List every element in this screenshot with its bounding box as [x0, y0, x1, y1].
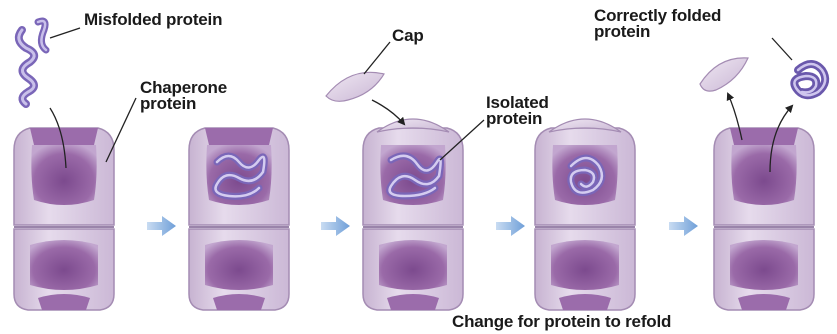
chaperone-chamber-1: [14, 128, 114, 310]
released-cap-icon: [700, 58, 748, 91]
isolated-protein-label: Isolated protein: [486, 95, 549, 127]
cap-pointer: [364, 42, 390, 74]
step-arrow-icon: [147, 216, 176, 236]
step-arrow-icon: [669, 216, 698, 236]
chaperone-pointer: [106, 98, 136, 162]
refold-caption: Change for protein to refold: [452, 314, 671, 330]
chaperone-chamber-3: [363, 119, 463, 310]
isolated-label-line-2: protein: [486, 111, 549, 127]
step-arrow-icon: [496, 216, 525, 236]
correctly-folded-protein-label: Correctly folded protein: [594, 8, 721, 40]
chaperone-chamber-2: [189, 128, 289, 310]
cap-label: Cap: [392, 28, 424, 44]
chaperone-chamber-5: [714, 128, 814, 310]
misfolded-protein-label: Misfolded protein: [84, 12, 222, 28]
correct-pointer: [772, 38, 792, 60]
chaperone-label-line-2: protein: [140, 96, 227, 112]
correct-label-line-2: protein: [594, 24, 721, 40]
chaperone-protein-label: Chaperone protein: [140, 80, 227, 112]
misfolded-pointer: [50, 28, 80, 38]
chaperone-chamber-4: [535, 119, 635, 310]
cap-lid-icon: [326, 72, 384, 101]
step-arrow-icon: [321, 216, 350, 236]
